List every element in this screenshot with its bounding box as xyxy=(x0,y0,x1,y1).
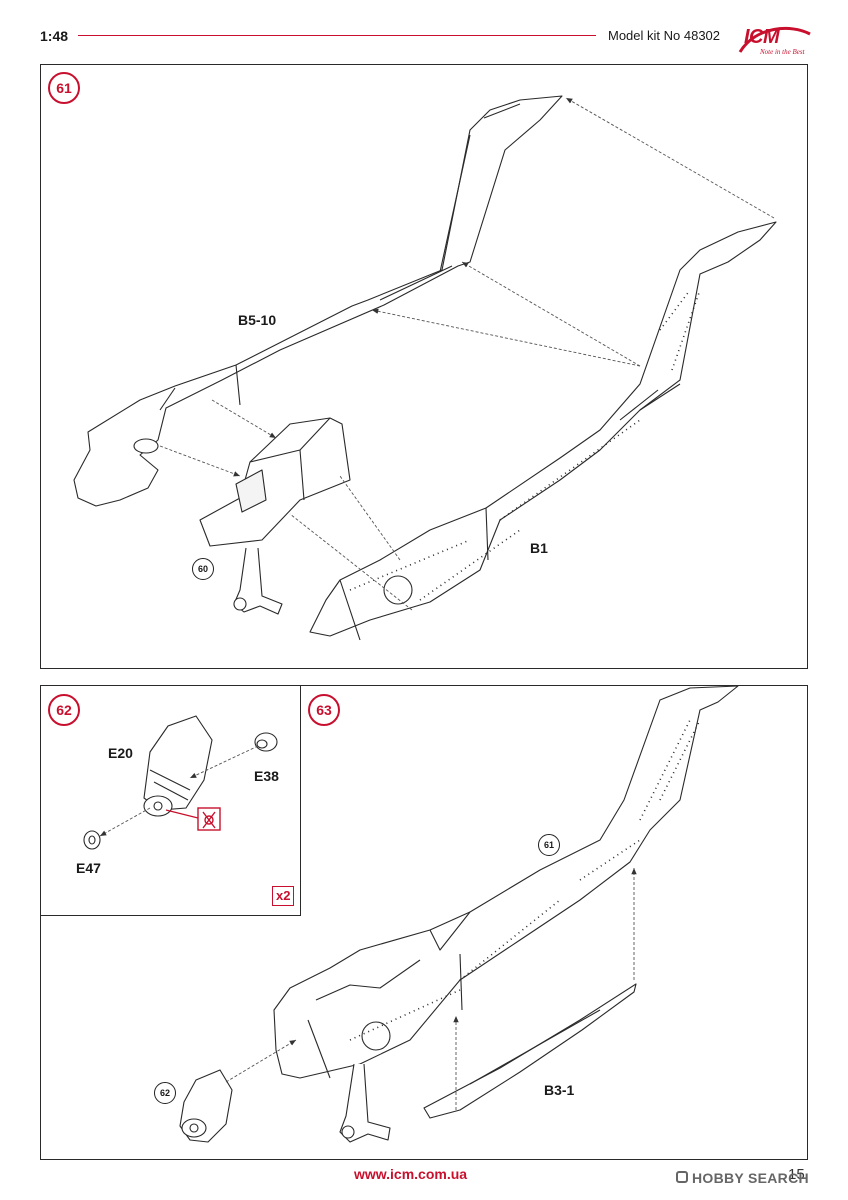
step-62-badge: 62 xyxy=(48,694,80,726)
part-label-b3-1: B3-1 xyxy=(544,1082,575,1098)
logo-text: ICM xyxy=(744,26,780,48)
watermark: HOBBY SEARCH xyxy=(692,1170,809,1186)
quantity-multiplier: x2 xyxy=(272,886,295,906)
reference-step-62: 62 xyxy=(154,1082,176,1104)
part-label-e38: E38 xyxy=(254,768,279,784)
assembled-fuselage xyxy=(273,685,739,1079)
reference-step-61: 61 xyxy=(538,834,560,856)
step-62-drawing xyxy=(83,715,278,850)
icm-logo-icon xyxy=(738,27,811,53)
part-label-e47: E47 xyxy=(76,860,101,876)
watermark-icon xyxy=(676,1171,688,1183)
part-label-e20: E20 xyxy=(108,745,133,761)
part-b1 xyxy=(309,221,777,637)
page-number: 15 xyxy=(788,1166,805,1183)
part-label-b1: B1 xyxy=(530,540,548,556)
scale-label: 1:48 xyxy=(40,28,69,44)
reference-step-60: 60 xyxy=(192,558,214,580)
website-url: www.icm.com.ua xyxy=(354,1166,468,1182)
kit-number: Model kit No 48302 xyxy=(608,28,721,43)
step-61-drawing xyxy=(73,95,777,641)
header-rule xyxy=(78,35,596,36)
cockpit-tub xyxy=(199,417,351,547)
logo-tagline: Note in the Best xyxy=(760,48,805,56)
glue-caution-icon xyxy=(165,807,221,831)
step-61-badge: 61 xyxy=(48,72,80,104)
part-label-b5-10: B5-10 xyxy=(238,312,277,328)
step-63-badge: 63 xyxy=(308,694,340,726)
step-63-drawing xyxy=(179,685,739,1143)
